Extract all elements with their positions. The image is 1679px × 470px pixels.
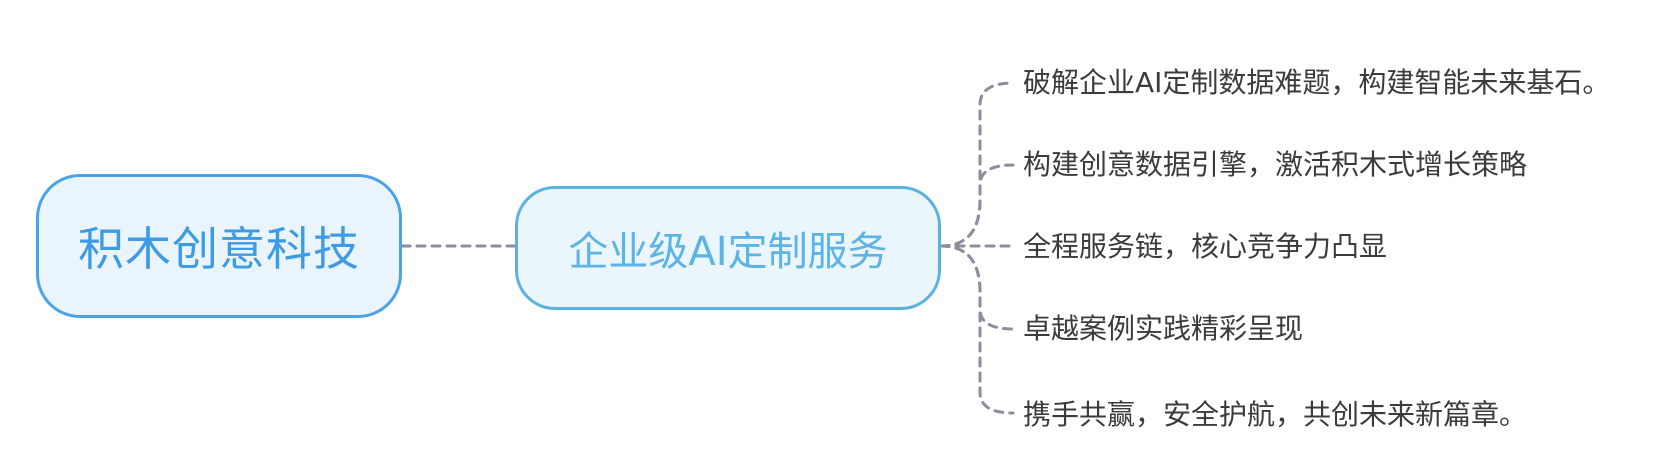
connector-main-to-leaf-4 xyxy=(939,244,1015,331)
subtopic-3-label: 全程服务链，核心竞争力凸显 xyxy=(1023,230,1388,263)
subtopic-4[interactable]: 卓越案例实践精彩呈现 xyxy=(1023,309,1303,349)
root-node[interactable]: 积木创意科技 xyxy=(36,174,402,318)
subtopic-1-label: 破解企业AI定制数据难题，构建智能未来基石。 xyxy=(1023,66,1611,99)
subtopic-3[interactable]: 全程服务链，核心竞争力凸显 xyxy=(1023,227,1387,267)
connector-main-to-leaf-2 xyxy=(939,163,1015,248)
subtopic-1[interactable]: 破解企业AI定制数据难题，构建智能未来基石。 xyxy=(1023,63,1610,103)
root-node-label: 积木创意科技 xyxy=(78,222,360,276)
main-topic-node[interactable]: 企业级AI定制服务 xyxy=(515,186,941,310)
subtopic-2-label: 构建创意数据引擎，激活积木式增长策略 xyxy=(1023,148,1528,181)
subtopic-5-label: 携手共赢，安全护航，共创未来新篇章。 xyxy=(1023,398,1528,431)
subtopic-2[interactable]: 构建创意数据引擎，激活积木式增长策略 xyxy=(1023,145,1527,185)
main-topic-label: 企业级AI定制服务 xyxy=(568,229,888,275)
connector-main-to-leaf-5 xyxy=(939,244,1015,415)
subtopic-4-label: 卓越案例实践精彩呈现 xyxy=(1023,312,1304,345)
subtopic-5[interactable]: 携手共赢，安全护航，共创未来新篇章。 xyxy=(1023,395,1527,435)
